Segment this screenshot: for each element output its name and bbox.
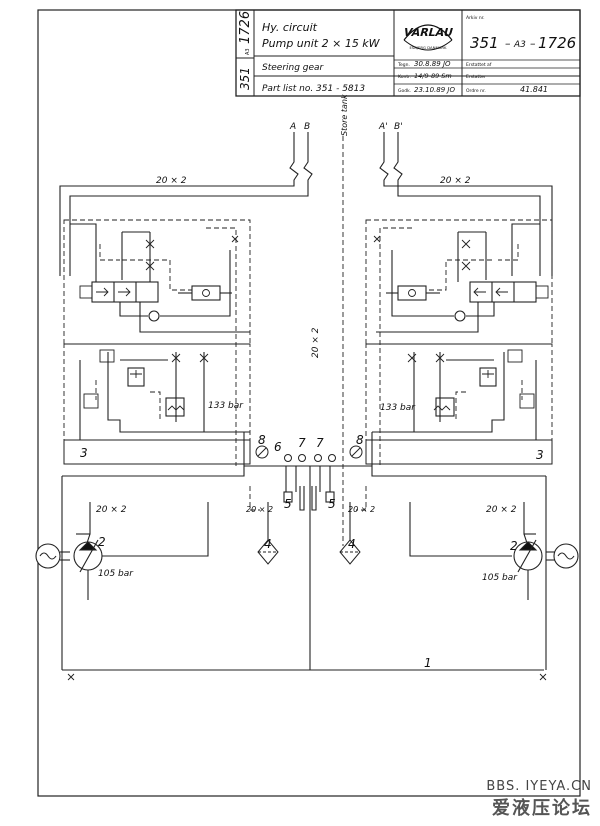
pipe-top-left: 20 × 2: [156, 176, 187, 186]
relief-right: 133 bar: [380, 403, 416, 413]
item-1: 1: [424, 656, 432, 670]
title-line1: Hy. circuit: [262, 21, 318, 34]
svg-text:ESBJERG DANMARK: ESBJERG DANMARK: [409, 45, 447, 50]
pump-right: [513, 539, 579, 573]
filters: [257, 539, 361, 565]
pipe-low-left: 20 × 2: [96, 505, 127, 515]
drawing-number-main: 351: [470, 34, 499, 52]
port-a-label: A: [289, 122, 296, 132]
main-piping: [59, 132, 553, 671]
label-replaced-by: Erstattet af: [466, 62, 492, 68]
port-b-label: B: [304, 122, 310, 132]
item-4-right: 4: [348, 537, 356, 551]
item-2-right: 2: [510, 539, 518, 553]
checked-value: 14/9-89 Sm: [414, 72, 452, 80]
gauges: [255, 445, 363, 462]
label-checked: Kontr.: [398, 74, 411, 80]
watermark-site: BBS. IYEYA.CN: [486, 779, 592, 794]
drawing-number-end: 1726: [538, 34, 576, 52]
item-5-right: 5: [328, 497, 336, 511]
port-a2-label: A': [378, 122, 388, 132]
pump-left: [35, 539, 103, 573]
drawing-prefix-vertical: 351: [238, 67, 252, 90]
small-ref-vertical: A3: [245, 48, 251, 55]
subtitle: Steering gear: [262, 63, 325, 73]
forum-watermark: BBS. IYEYA.CN 爱液压论坛: [486, 779, 592, 820]
drawing-number-format: A3: [513, 40, 526, 50]
label-archive: Arkiv nr.: [466, 15, 485, 21]
item-2-left: 2: [98, 535, 106, 549]
title-block: [235, 9, 581, 97]
drawing-number-dash2: –: [530, 37, 536, 50]
label-order: Ordre nr.: [466, 88, 486, 94]
pipe-mid-left: 20 × 2: [246, 505, 273, 514]
pump-left-pressure: 105 bar: [98, 569, 134, 579]
svg-text:VARLAU: VARLAU: [402, 26, 454, 39]
item-8-left: 8: [258, 433, 266, 447]
pipe-top-right: 20 × 2: [440, 176, 471, 186]
item-4-left: 4: [264, 537, 272, 551]
pump-right-pressure: 105 bar: [482, 573, 518, 583]
item-7-left: 7: [298, 436, 306, 450]
pilot-and-drain-lines: [63, 136, 553, 546]
item-8-right: 8: [356, 433, 364, 447]
company-logo: VARLAU ESBJERG DANMARK: [402, 24, 454, 51]
label-replaces: Erstatter: [466, 74, 486, 80]
relief-left: 133 bar: [208, 401, 244, 411]
drawing-no-vertical: 1726: [238, 11, 253, 44]
watermark-name: 爱液压论坛: [492, 798, 592, 819]
label-drawn: Tegn.: [397, 62, 410, 68]
pipe-low-right: 20 × 2: [486, 505, 517, 515]
pipe-center: 20 × 2: [311, 327, 321, 358]
item-6: 6: [274, 440, 282, 454]
order-value: 41.841: [520, 85, 548, 94]
store-tank-label: Store tank: [340, 94, 349, 136]
item-3-right: 3: [536, 448, 544, 462]
part-list: Part list no. 351 - 5813: [262, 84, 365, 94]
valve-symbols: [79, 239, 549, 411]
item-5-left: 5: [284, 497, 292, 511]
pipe-mid-right: 20 × 2: [348, 505, 375, 514]
title-line2: Pump unit 2 × 15 kW: [262, 37, 381, 50]
item-3-left: 3: [80, 446, 88, 460]
drawing-number-dash: –: [505, 37, 511, 50]
label-approved: Godk.: [398, 88, 411, 94]
unit-blocks: [63, 439, 553, 465]
drawn-value: 30.8.89 JO: [414, 60, 451, 68]
approved-value: 23.10.89 JO: [414, 86, 455, 94]
port-b2-label: B': [394, 122, 403, 132]
corner-marks: [67, 235, 547, 681]
item-7-right: 7: [316, 436, 324, 450]
